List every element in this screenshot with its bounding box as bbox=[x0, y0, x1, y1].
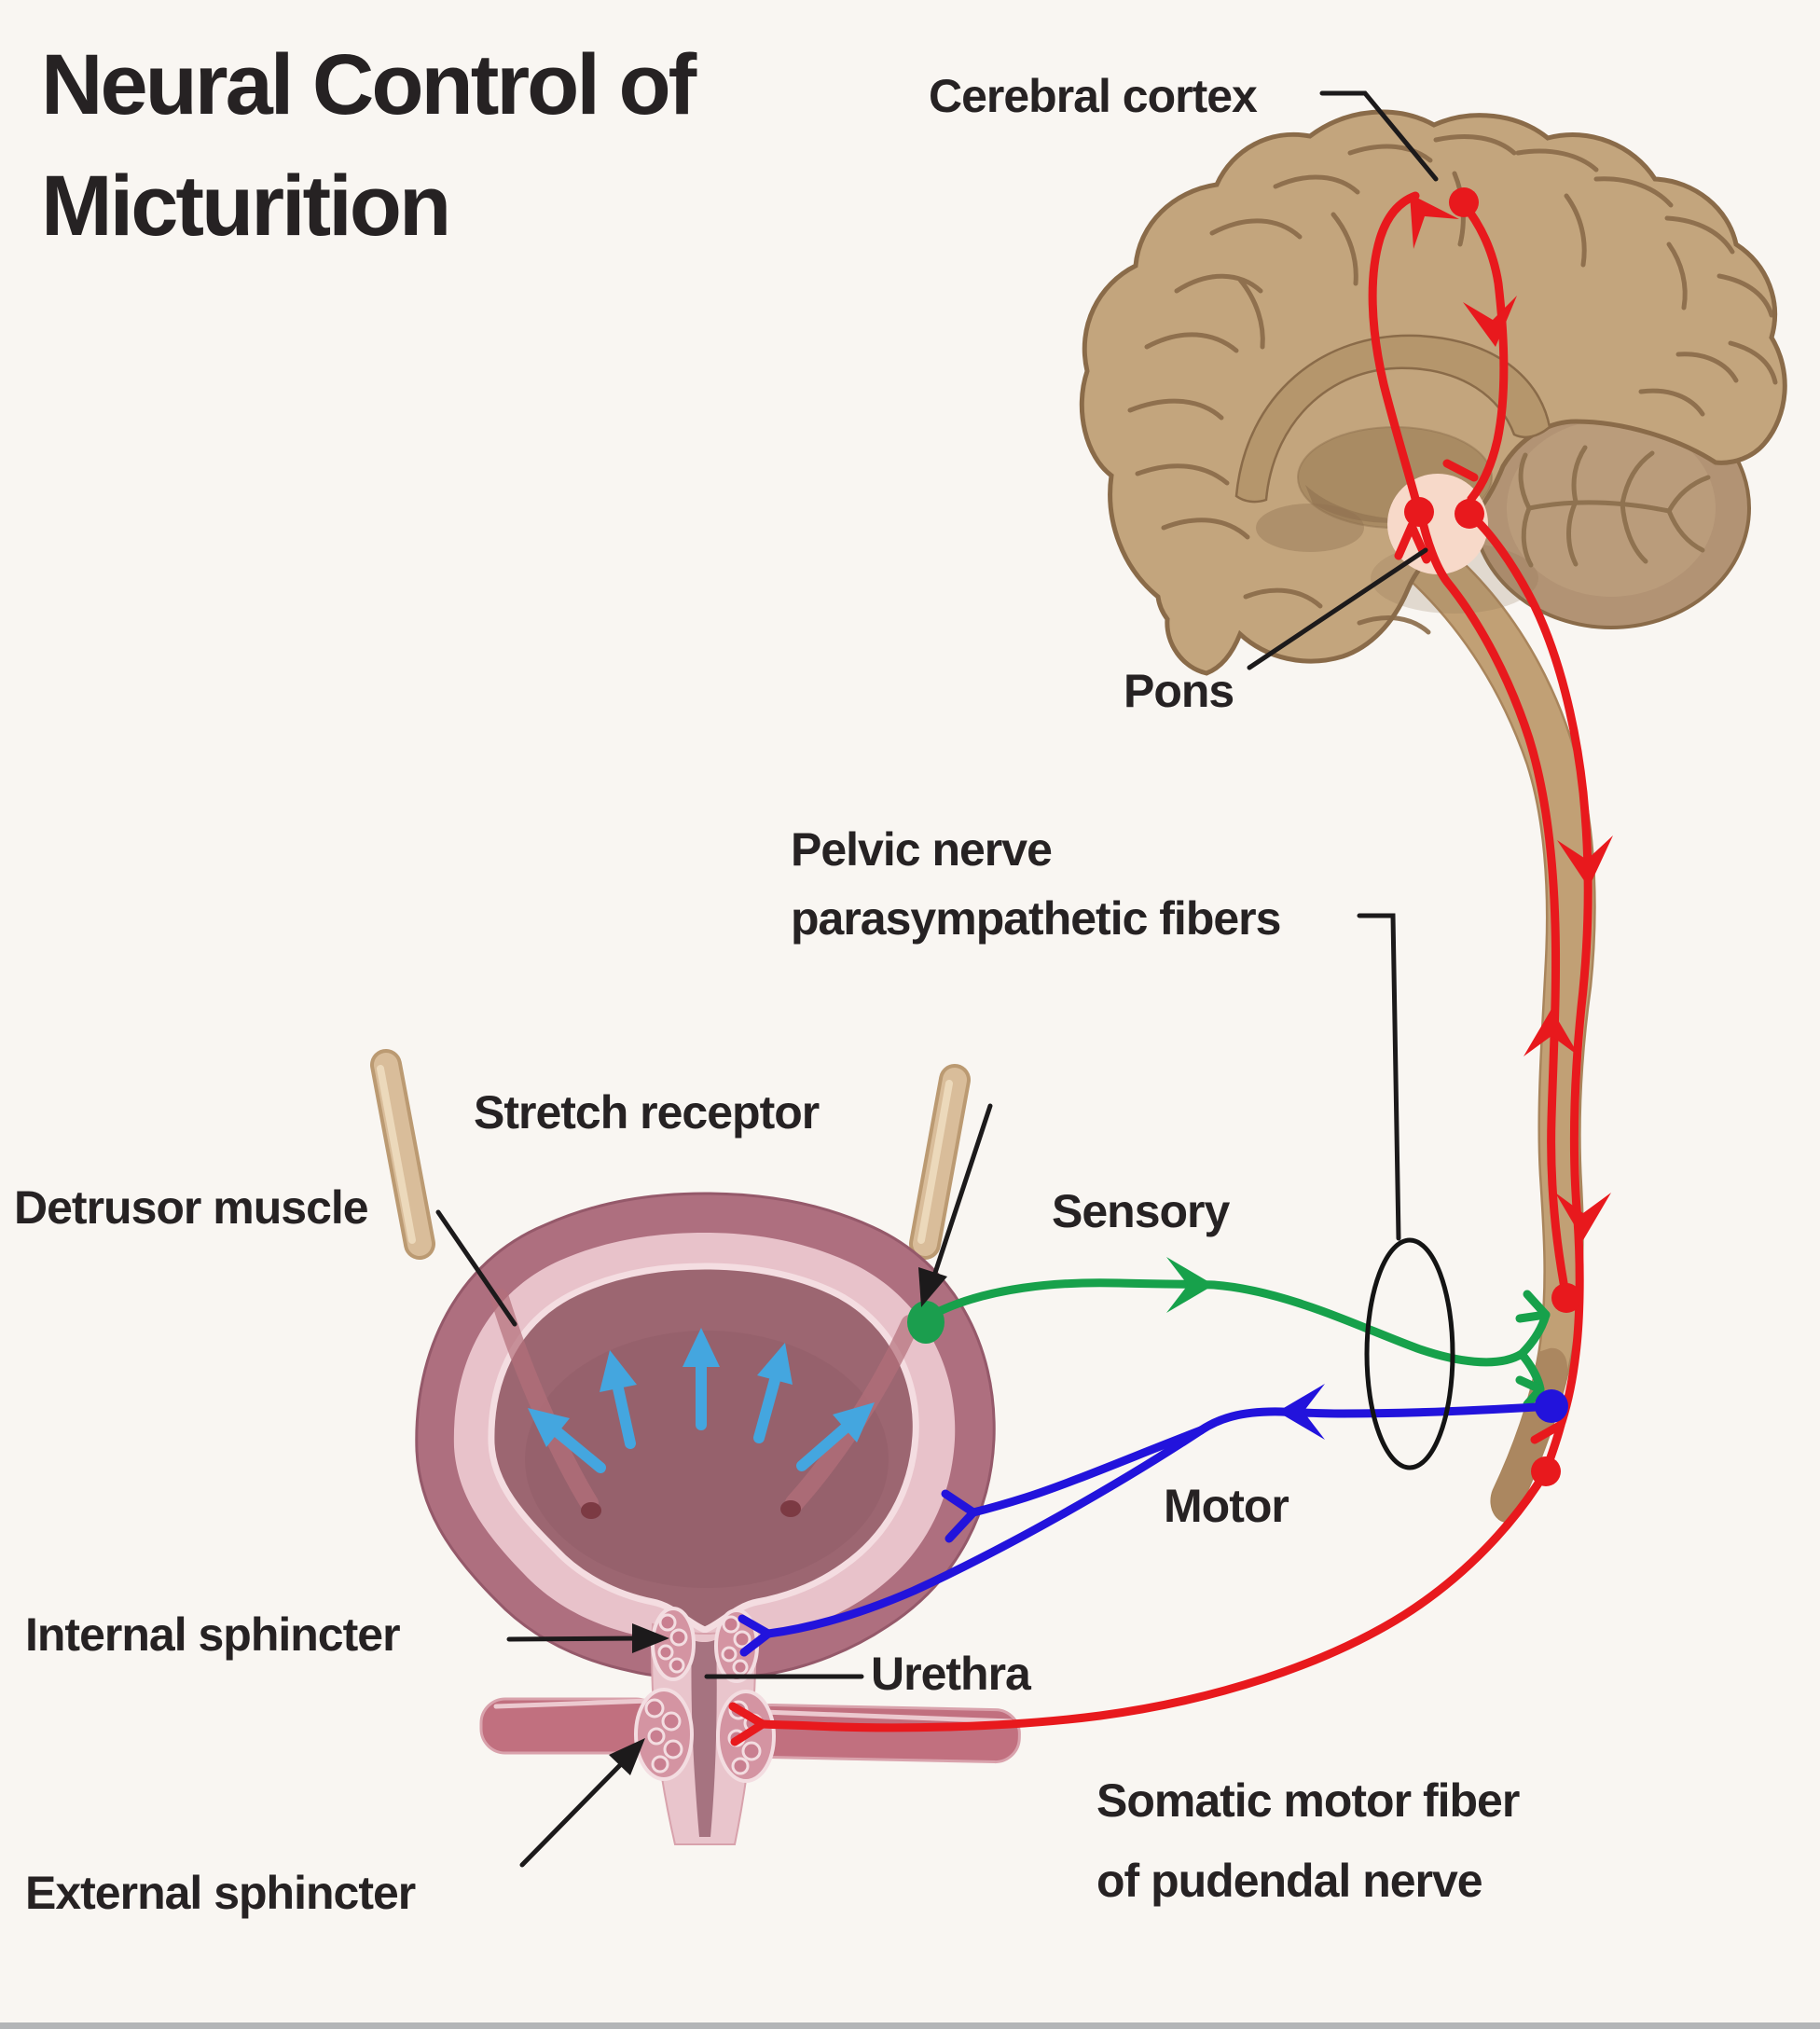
pointer-cerebral-cortex bbox=[1319, 90, 1439, 182]
stretch-receptor-dot bbox=[907, 1301, 944, 1344]
pointer-lines bbox=[435, 90, 1439, 1868]
label-pons: Pons bbox=[1124, 665, 1234, 717]
pelvic-floor-muscle bbox=[479, 1697, 1021, 1764]
label-cerebral-cortex: Cerebral cortex bbox=[929, 70, 1258, 122]
label-stretch-receptor: Stretch receptor bbox=[474, 1086, 820, 1139]
pudendal-nerve-path bbox=[758, 1467, 1551, 1732]
pelvic-nerve-ellipse bbox=[1364, 1237, 1455, 1470]
bottom-edge-strip bbox=[0, 2022, 1820, 2029]
ascending-cord-path bbox=[1416, 509, 1571, 1303]
central-pathway-red bbox=[728, 191, 1592, 1746]
cortex-neuron-dot bbox=[1449, 187, 1479, 217]
pointer-detrusor bbox=[435, 1209, 517, 1327]
internal-sphincter bbox=[651, 1607, 759, 1683]
descending-cortical-path bbox=[1459, 200, 1509, 518]
descending-cord-path bbox=[1465, 509, 1592, 1429]
page-title-line2: Micturition bbox=[41, 159, 448, 254]
label-somatic-line2: of pudendal nerve bbox=[1096, 1855, 1482, 1907]
ureteral-orifice-right bbox=[780, 1500, 801, 1517]
arbor-vitae bbox=[1518, 445, 1711, 568]
label-detrusor-muscle: Detrusor muscle bbox=[14, 1181, 368, 1234]
sensory-arrowhead bbox=[1166, 1257, 1214, 1313]
pudendal-neuron-dot bbox=[1531, 1456, 1561, 1486]
pons-neuron-dot-right bbox=[1455, 499, 1484, 529]
corpus-callosum bbox=[1234, 334, 1551, 504]
pointer-pelvic-nerve bbox=[1357, 913, 1401, 1241]
label-pelvic-nerve-line1: Pelvic nerve bbox=[791, 823, 1052, 876]
motor-arrowhead bbox=[1277, 1384, 1325, 1440]
label-motor: Motor bbox=[1164, 1480, 1289, 1532]
label-internal-sphincter: Internal sphincter bbox=[25, 1608, 400, 1661]
page-title-line1: Neural Control of bbox=[41, 37, 697, 132]
sensory-nerve-path bbox=[935, 1278, 1551, 1409]
pointer-pons bbox=[1247, 547, 1428, 670]
pointer-external-sphincter bbox=[519, 1760, 626, 1868]
ureteral-orifice-left bbox=[581, 1502, 601, 1519]
pointer-internal-sphincter bbox=[506, 1636, 641, 1642]
label-somatic-line1: Somatic motor fiber bbox=[1096, 1774, 1520, 1827]
ureter-left bbox=[370, 1049, 435, 1260]
label-urethra: Urethra bbox=[871, 1648, 1032, 1700]
ascending-cortical-path bbox=[1368, 191, 1424, 517]
sacral-motor-neuron-dot bbox=[1535, 1389, 1568, 1423]
ureter-right bbox=[909, 1064, 971, 1260]
bladder-pressure-arrows bbox=[528, 1328, 875, 1473]
sacral-sensory-ganglion-dot bbox=[1551, 1283, 1581, 1313]
bladder bbox=[415, 1192, 996, 1680]
pointer-stretch-receptor bbox=[931, 1103, 993, 1278]
label-pelvic-nerve-line2: parasympathetic fibers bbox=[791, 892, 1280, 945]
label-external-sphincter: External sphincter bbox=[25, 1867, 416, 1919]
label-sensory: Sensory bbox=[1052, 1185, 1231, 1237]
motor-nerve-path bbox=[738, 1401, 1556, 1657]
red-arrowheads bbox=[1410, 194, 1613, 1240]
pons-neuron-dot-left bbox=[1404, 497, 1434, 527]
bladder-lumen bbox=[488, 1263, 919, 1634]
cortex-sulci bbox=[1127, 133, 1778, 635]
pointer-arrowheads bbox=[609, 1267, 947, 1775]
